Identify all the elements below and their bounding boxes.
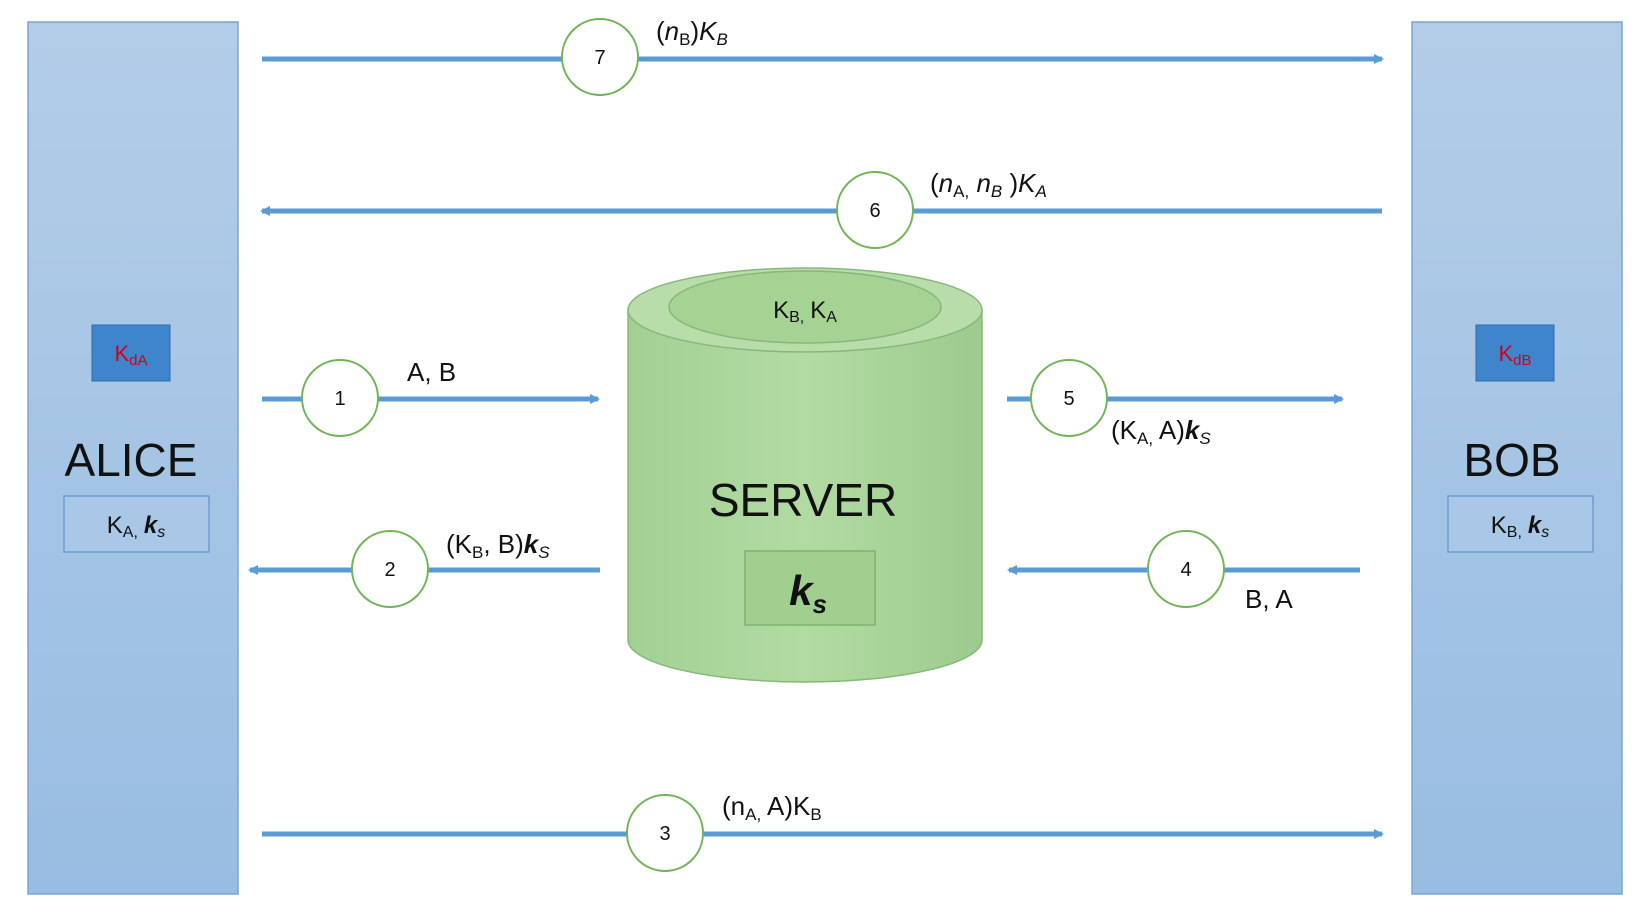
bob-private-key-label: K [1498,341,1513,366]
step-circle-7 [561,18,639,96]
alice-name: ALICE [65,434,198,486]
step-number-5: 5 [1063,388,1074,410]
alice-key-1-sub: A, [123,524,138,541]
server-store-key-b-sub: B, [789,309,804,326]
server-key: k [789,567,815,614]
step-number-1: 1 [334,388,345,410]
bob-name: BOB [1463,434,1560,486]
step-circle-1 [301,359,379,437]
message-5-label: (KA, A)kS [1111,415,1211,448]
alice-key-1: K [107,512,123,539]
alice-private-key-box: KdA [91,324,171,382]
bob-keys-box: KB, ks [1447,495,1594,553]
svg-text:KdA: KdA [114,341,147,369]
message-4-label: B, A [1245,584,1293,614]
alice-private-key-label: K [114,341,129,366]
server-key-sub: s [812,589,826,619]
bob-key-2: k [1528,512,1543,539]
step-circle-6 [836,171,914,249]
svg-text:KA,ks: KA, ks [107,512,166,541]
server-cylinder: KB,KA SERVER ks [627,267,983,683]
bob-private-key-box: KdB [1475,324,1555,382]
alice-keys-box: KA, ks [63,495,210,553]
step-circle-2 [351,530,429,608]
alice-panel: KdA ALICE KA,ks [27,21,239,895]
svg-text:KB,ks: KB, ks [1491,512,1550,541]
message-6-label: (nA, nB )KA [930,168,1047,201]
server-store-key-a: K [810,297,826,324]
step-number-4: 4 [1180,559,1191,581]
bob-private-key-sub: dB [1513,352,1531,369]
alice-private-key-sub: dA [129,352,147,369]
svg-text:KdB: KdB [1498,341,1531,369]
step-number-6: 6 [869,200,880,222]
server-key-box: ks [744,550,876,626]
step-number-2: 2 [384,559,395,581]
server-store-label: KB,KA [773,297,837,326]
message-3-label: (nA, A)KB [722,791,822,824]
step-circle-5 [1030,359,1108,437]
step-number-3: 3 [659,823,670,845]
svg-text:ks: ks [789,567,827,619]
message-7-label: (nB)KB [656,16,728,49]
server-name: SERVER [709,474,897,526]
server-store-key-b: K [773,297,789,324]
server-store-key-a-sub: A [826,309,837,326]
step-circle-4 [1147,530,1225,608]
step-number-7: 7 [594,47,605,69]
message-2-label: (KB, B)kS [446,529,550,562]
bob-key-1: K [1491,512,1507,539]
bob-panel: KdB BOB KB,ks [1411,21,1623,895]
alice-key-2: k [144,512,159,539]
bob-key-2-sub: s [1541,524,1549,541]
step-circle-3 [626,794,704,872]
bob-key-1-sub: B, [1507,524,1522,541]
alice-key-2-sub: s [157,524,165,541]
message-1-label: A, B [407,357,456,387]
